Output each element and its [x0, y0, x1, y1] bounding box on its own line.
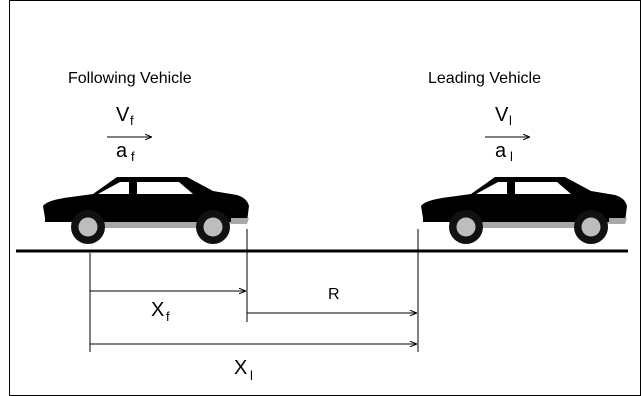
- svg-text:X: X: [234, 357, 247, 379]
- svg-text:X: X: [151, 299, 164, 321]
- svg-text:f: f: [130, 113, 134, 128]
- x-l-label: X l: [234, 357, 253, 383]
- svg-text:a: a: [116, 140, 128, 162]
- svg-text:l: l: [250, 368, 253, 383]
- svg-text:l: l: [509, 113, 512, 128]
- leading-velocity-label: V l: [495, 104, 512, 128]
- svg-text:f: f: [166, 309, 170, 324]
- leading-vehicle-title: Leading Vehicle: [428, 70, 541, 87]
- x-f-label: X f: [151, 299, 170, 324]
- following-acceleration-label: a f: [116, 140, 135, 164]
- r-label: R: [328, 286, 340, 303]
- following-velocity-label: V f: [116, 104, 134, 128]
- svg-text:V: V: [495, 104, 509, 126]
- svg-text:f: f: [131, 149, 135, 164]
- svg-text:l: l: [510, 149, 513, 164]
- svg-text:V: V: [116, 104, 130, 126]
- svg-text:a: a: [495, 140, 507, 162]
- following-vehicle-title: Following Vehicle: [68, 70, 192, 87]
- leading-acceleration-label: a l: [495, 140, 513, 164]
